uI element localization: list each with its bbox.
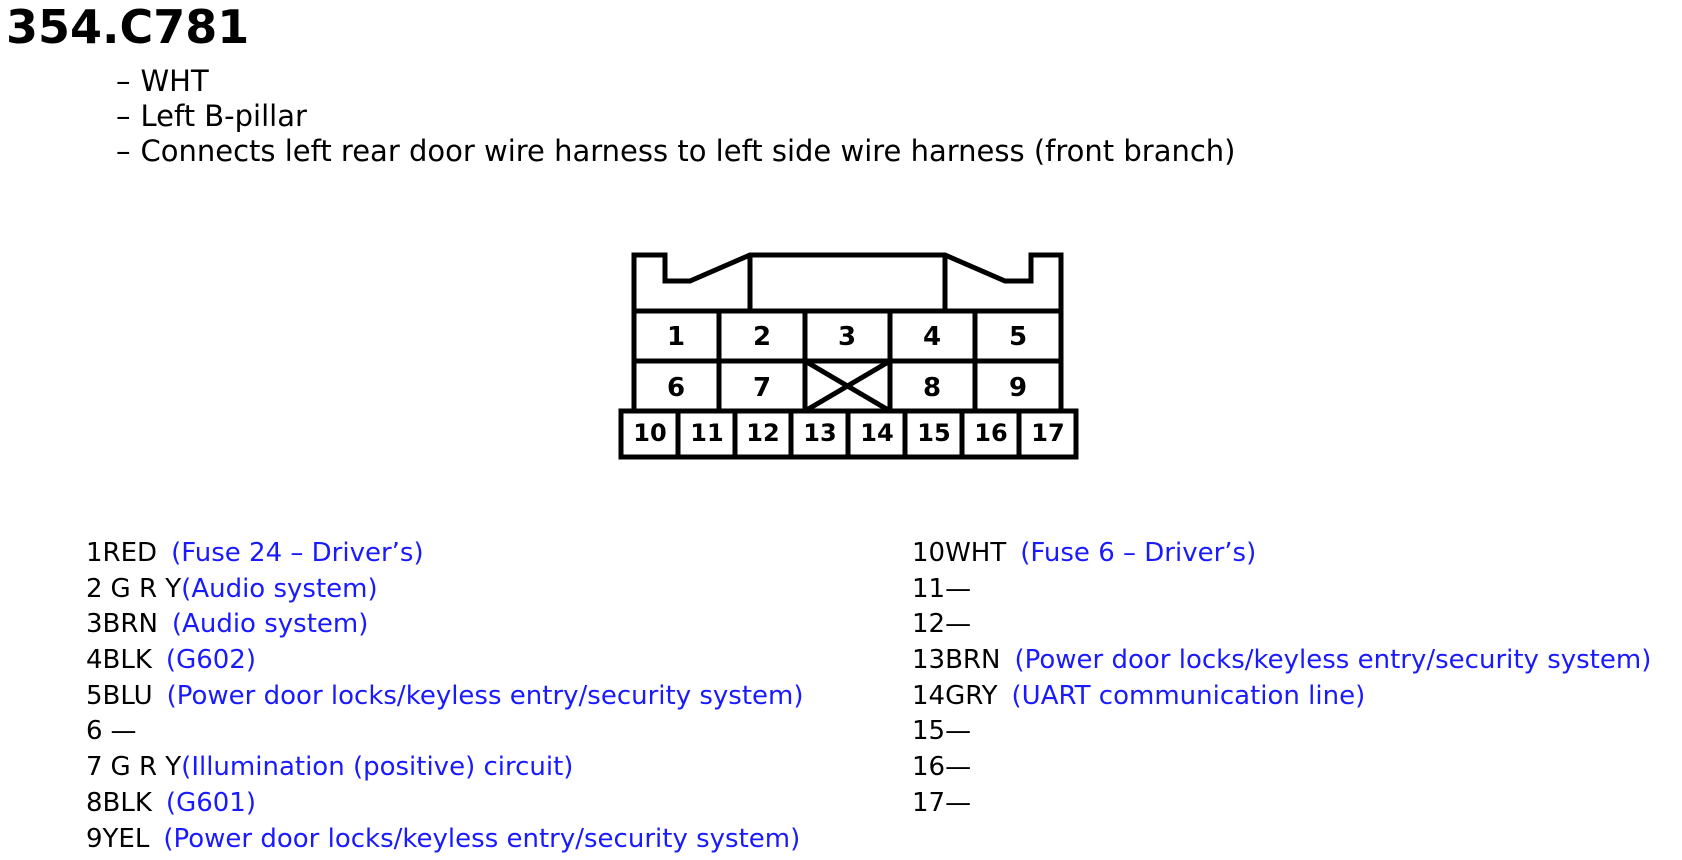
pin-description: — [110, 716, 137, 747]
pin-description: (Audio system) [181, 573, 378, 604]
wire-color: G R Y [110, 573, 182, 604]
detail-dash: – [116, 99, 131, 133]
cavity-label: 13 [803, 419, 836, 447]
pin-row: 13BRN (Power door locks/keyless entry/sec… [912, 643, 1651, 679]
pin-number: 13 [912, 645, 946, 676]
cavity-label: 1 [667, 322, 685, 352]
pin-description: (G602) [165, 645, 256, 676]
pin-row: 12— [912, 607, 1651, 643]
pin-number: 17 [912, 787, 946, 818]
wire-color: RED [102, 538, 158, 568]
pin-number: 16 [912, 752, 946, 783]
connector-details: –WHT –Left B-pillar –Connects left rear … [116, 64, 1235, 169]
pin-row: 6— [86, 714, 804, 750]
pin-row: 11— [912, 572, 1651, 608]
connector-location-detail: –Left B-pillar [116, 99, 1235, 134]
pin-description: (Fuse 6 – Driver’s) [1020, 538, 1257, 568]
pin-description: (Power door locks/keyless entry/security… [166, 680, 804, 711]
wire-color: BLK [102, 787, 152, 818]
cavity-label: 14 [860, 419, 893, 447]
cavity-label: 16 [974, 419, 1007, 447]
wire-color: BRN [102, 609, 158, 640]
connector-title: 354.C781 [6, 0, 250, 54]
pin-description: (Power door locks/keyless entry/security… [1014, 645, 1652, 676]
pin-number: 3 [86, 609, 103, 640]
detail-text: Left B-pillar [140, 99, 307, 133]
pin-row: 16— [912, 750, 1651, 786]
pin-number: 12 [912, 609, 946, 640]
pin-number: 10 [912, 538, 946, 568]
wire-color: BRN [945, 645, 1001, 676]
wire-color: G R Y [110, 752, 182, 783]
pin-description: — [945, 609, 972, 640]
pin-row: 5BLU (Power door locks/keyless entry/secu… [86, 679, 804, 715]
pin-row: 3BRN (Audio system) [86, 607, 804, 643]
pin-number: 14 [912, 680, 946, 711]
blocked-cavity-mark [803, 358, 892, 414]
pin-description: (Audio system) [171, 609, 369, 640]
pin-number: 4 [86, 645, 103, 676]
wire-color: WHT [945, 538, 1007, 568]
pin-description: — [945, 573, 972, 604]
pin-row: 14GRY (UART communication line) [912, 679, 1651, 715]
pin-number: 11 [912, 573, 946, 604]
cavity-label: 10 [633, 419, 666, 447]
wire-color: GRY [945, 680, 998, 711]
cavity-label: 8 [923, 373, 941, 403]
pin-number: 6 [86, 716, 103, 747]
pin-description: — [945, 752, 972, 783]
pin-row: 8BLK (G601) [86, 786, 804, 822]
pin-number: 8 [86, 787, 103, 818]
pin-row: 17— [912, 786, 1651, 822]
cavity-label: 3 [838, 322, 856, 352]
pin-number: 1 [86, 538, 103, 568]
pin-row: 10WHT (Fuse 6 – Driver’s) [912, 536, 1651, 572]
cavity-label: 17 [1031, 419, 1064, 447]
cavity-label: 9 [1009, 373, 1027, 403]
cavity-label: 6 [667, 373, 685, 403]
pin-row: 1RED (Fuse 24 – Driver’s) [86, 536, 804, 572]
pin-description: (Illumination (positive) circuit) [181, 752, 574, 783]
cavity-label: 7 [753, 373, 771, 403]
pin-number: 5 [86, 680, 103, 711]
cavity-label: 4 [923, 322, 941, 352]
pin-number: 2 [86, 573, 103, 604]
cavity-label: 15 [917, 419, 950, 447]
pin-description: — [945, 716, 972, 747]
pin-description: (Power door locks/keyless entry/security… [163, 823, 801, 854]
detail-dash: – [116, 134, 131, 168]
cavity-label: 2 [753, 322, 771, 352]
pin-number: 9 [86, 823, 103, 854]
connector-color-detail: –WHT [116, 64, 1235, 99]
pin-description: — [945, 787, 972, 818]
housing-outline [631, 252, 1064, 311]
connector-connection-detail: –Connects left rear door wire harness to… [116, 134, 1235, 169]
detail-text: Connects left rear door wire harness to … [140, 134, 1236, 168]
detail-dash: – [116, 64, 131, 98]
wire-color: BLU [102, 680, 153, 711]
pin-list-right: 10WHT(Fuse 6 – Driver’s) 11— 12— 13BRN(P… [912, 536, 1651, 822]
pin-description: (Fuse 24 – Driver’s) [171, 538, 424, 568]
pin-number: 15 [912, 716, 946, 747]
pin-row: 9YEL (Power door locks/keyless entry/secu… [86, 822, 804, 858]
wire-color: BLK [102, 645, 152, 676]
pin-row: 4BLK (G602) [86, 643, 804, 679]
pin-description: (G601) [165, 787, 256, 818]
detail-text: WHT [140, 64, 209, 98]
cavity-label: 12 [746, 419, 779, 447]
cavity-label: 5 [1009, 322, 1027, 352]
pin-row: 15— [912, 714, 1651, 750]
pin-number: 7 [86, 752, 103, 783]
cavity-label: 11 [690, 419, 723, 447]
wire-color: YEL [102, 823, 150, 854]
pin-description: (UART communication line) [1011, 680, 1366, 711]
